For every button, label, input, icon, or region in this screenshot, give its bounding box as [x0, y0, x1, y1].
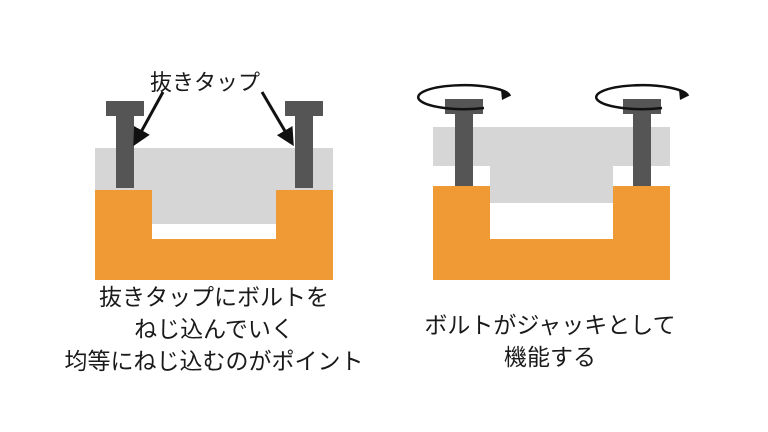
- bolt-shank: [295, 116, 313, 188]
- callout-arrow-right: [260, 91, 294, 147]
- bolt-head: [445, 99, 483, 114]
- caption-line: 均等にねじ込むのがポイント: [64, 349, 364, 375]
- caption-line: ボルトがジャッキとして: [424, 313, 676, 339]
- right-panel: [416, 83, 690, 280]
- bolt-shank: [455, 114, 473, 186]
- caption-line: ねじ込んでいく: [134, 317, 294, 343]
- bolt-shank: [116, 116, 134, 188]
- caption-line: 機能する: [504, 345, 596, 371]
- bolt-shank: [633, 114, 651, 186]
- bolt-head: [285, 101, 323, 116]
- rotation-arrow-icon: [416, 83, 512, 111]
- right-workpiece-boss: [490, 127, 613, 203]
- callout-arrow-left: [133, 91, 165, 147]
- right-bolt-2: [623, 99, 661, 186]
- rotation-arrow-icon: [594, 83, 690, 111]
- right-caption: ボルトがジャッキとして 機能する: [400, 310, 700, 374]
- left-panel: [95, 91, 333, 280]
- right-base-block: [433, 186, 670, 280]
- callout-label: 抜きタップ: [150, 71, 261, 96]
- left-bolt-1: [106, 101, 144, 188]
- left-workpiece-boss: [152, 148, 276, 224]
- caption-line: 抜きタップにボルトを: [99, 285, 329, 311]
- bolt-head: [623, 99, 661, 114]
- bolt-head: [106, 101, 144, 116]
- right-bolt-1: [445, 99, 483, 186]
- left-caption: 抜きタップにボルトを ねじ込んでいく 均等にねじ込むのがポイント: [64, 282, 364, 378]
- left-bolt-2: [285, 101, 323, 188]
- left-base-block: [95, 190, 333, 280]
